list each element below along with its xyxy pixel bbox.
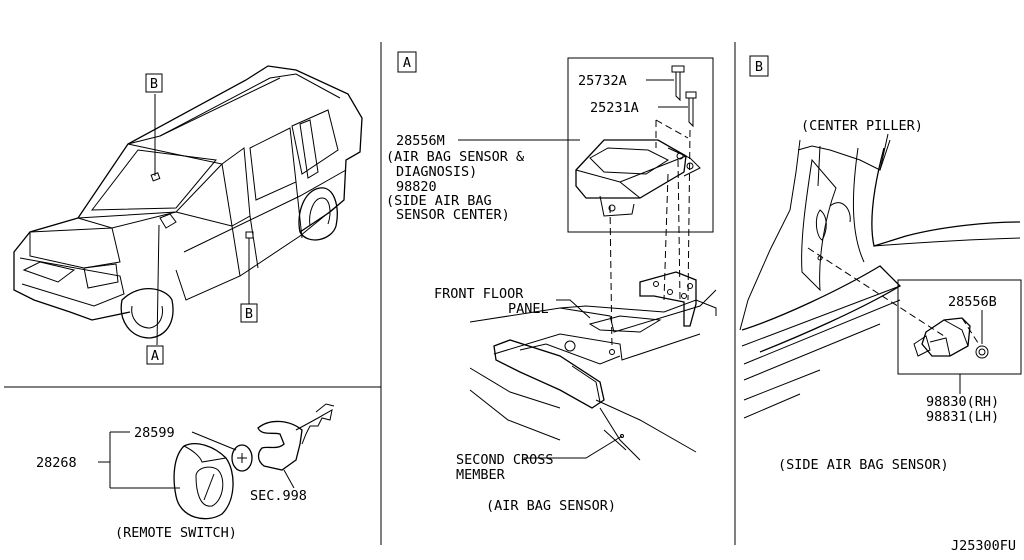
part-98830-label: 98830(RH) xyxy=(926,394,999,410)
part-28268-label: 28268 xyxy=(36,455,77,471)
part-98820-label: 98820 xyxy=(396,179,437,195)
marker-a-bottom-label: A xyxy=(151,348,159,364)
section-b-tag-label: B xyxy=(755,59,763,75)
part-98820-desc2: SENSOR CENTER) xyxy=(396,207,510,223)
diagram-id: J25300FU xyxy=(951,538,1016,554)
air-bag-sensor-title: (AIR BAG SENSOR) xyxy=(486,498,616,514)
part-28556m-label: 28556M xyxy=(396,133,445,149)
front-floor-label-2: PANEL xyxy=(508,301,549,317)
marker-a-bottom: A xyxy=(146,345,164,365)
part-25231a-label: 25231A xyxy=(590,100,639,116)
center-piller-label: (CENTER PILLER) xyxy=(801,118,923,134)
part-98820-desc1: (SIDE AIR BAG xyxy=(386,193,492,209)
side-air-bag-sensor-title: (SIDE AIR BAG SENSOR) xyxy=(778,457,949,473)
sensor-unit-box xyxy=(567,57,714,233)
part-28599-label: 28599 xyxy=(134,425,175,441)
floor-structure-illustration xyxy=(469,271,717,461)
part-25732a-label: 25732A xyxy=(578,73,627,89)
section-a-tag: A xyxy=(397,51,417,73)
air-bag-sensor-illustration xyxy=(458,65,701,351)
vehicle-illustration xyxy=(13,65,363,346)
remote-switch-title: (REMOTE SWITCH) xyxy=(115,525,237,541)
remote-switch-illustration xyxy=(98,403,335,520)
marker-b-top: B xyxy=(145,73,163,93)
part-28556b-label: 28556B xyxy=(948,294,997,310)
sec998-label: SEC.998 xyxy=(250,488,307,504)
section-a-tag-label: A xyxy=(403,55,411,71)
part-98831-label: 98831(LH) xyxy=(926,409,999,425)
marker-b-door: B xyxy=(240,303,258,323)
side-sensor-illustration xyxy=(739,133,1021,419)
marker-b-door-label: B xyxy=(245,306,253,322)
front-floor-label: FRONT FLOOR xyxy=(434,286,524,302)
part-28556m-desc2: DIAGNOSIS) xyxy=(396,164,477,180)
section-b-tag: B xyxy=(749,55,769,77)
marker-b-top-label: B xyxy=(150,76,158,92)
part-28556m-desc1: (AIR BAG SENSOR & xyxy=(386,149,525,165)
second-cross-label-2: MEMBER xyxy=(456,467,506,483)
second-cross-label: SECOND CROSS xyxy=(456,452,554,468)
